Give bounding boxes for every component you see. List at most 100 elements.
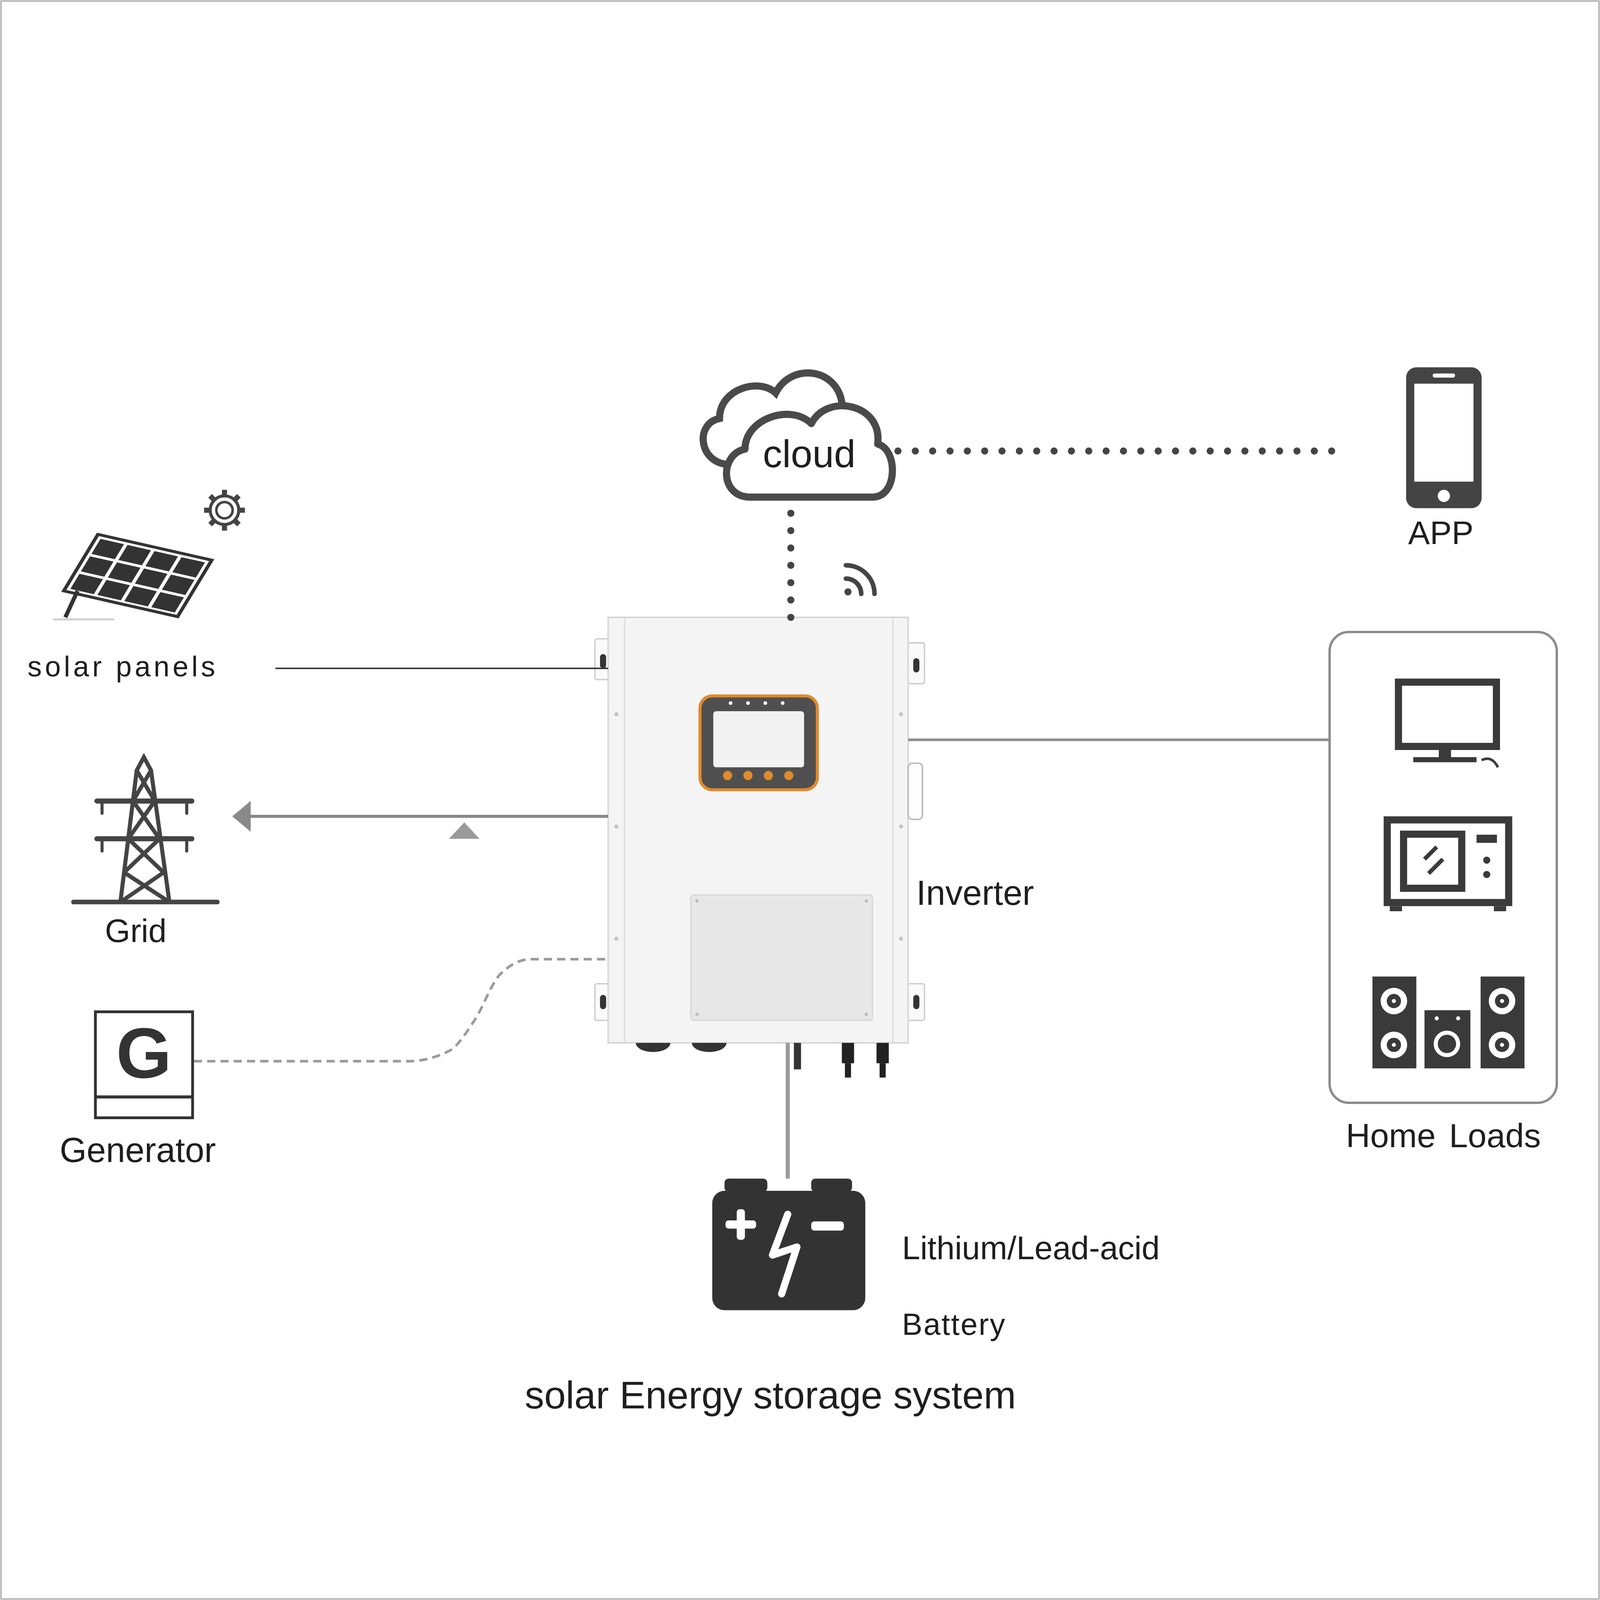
inverter-housing bbox=[876, 1042, 889, 1064]
speaker-icon bbox=[1380, 987, 1408, 1014]
inverter-housing bbox=[728, 701, 733, 705]
microwave-icon bbox=[1494, 906, 1507, 912]
inverter-housing bbox=[879, 1063, 886, 1078]
inverter-housing bbox=[746, 701, 750, 705]
microwave-icon bbox=[1383, 816, 1512, 906]
pylon-icon bbox=[96, 836, 192, 842]
inverter-housing bbox=[892, 618, 894, 1042]
inverter-housing bbox=[864, 1012, 868, 1016]
battery-icon bbox=[811, 1178, 852, 1192]
sun-symbol bbox=[234, 520, 239, 525]
solar-panel-icon bbox=[134, 568, 168, 589]
phone-icon bbox=[1414, 383, 1474, 482]
inverter-housing bbox=[784, 770, 794, 780]
speaker-icon bbox=[1480, 976, 1525, 1069]
tv-icon bbox=[1394, 678, 1500, 768]
sun-symbol bbox=[238, 507, 245, 513]
sun-symbol bbox=[234, 496, 239, 501]
battery-label: Battery bbox=[902, 1306, 1006, 1342]
sun-symbol bbox=[210, 496, 215, 501]
inverter-housing bbox=[614, 712, 619, 717]
inverter-housing bbox=[695, 1012, 699, 1016]
inverter-node: Inverter bbox=[608, 617, 908, 1043]
inverter-housing bbox=[913, 658, 920, 673]
microwave-icon bbox=[1476, 834, 1497, 843]
solar-panel-icon bbox=[97, 580, 130, 601]
cloud-node: cloud bbox=[694, 362, 898, 500]
inverter-housing bbox=[713, 711, 804, 768]
sun-symbol bbox=[210, 496, 239, 525]
solar-panel-icon bbox=[108, 562, 141, 583]
home-loads-label: Home Loads bbox=[1346, 1116, 1541, 1156]
tv-icon bbox=[1481, 758, 1498, 768]
inverter-label: Inverter bbox=[916, 872, 1034, 913]
inverter-housing bbox=[695, 899, 699, 903]
generator-letter: G bbox=[116, 1017, 172, 1089]
phone-icon bbox=[1406, 367, 1482, 508]
inverter-housing bbox=[614, 824, 619, 829]
solar-panel-icon bbox=[162, 574, 195, 596]
battery-icon bbox=[724, 1178, 768, 1192]
inverter-housing bbox=[908, 763, 923, 820]
microwave-icon bbox=[1407, 837, 1459, 885]
connector bbox=[785, 1042, 790, 1179]
microwave-icon bbox=[1483, 856, 1491, 864]
inverter-housing bbox=[898, 824, 903, 829]
solar-panel-icon bbox=[124, 586, 157, 607]
pylon-icon bbox=[73, 757, 218, 902]
sun-symbol bbox=[204, 507, 210, 513]
solar-panel-icon bbox=[145, 551, 178, 572]
inverter-housing bbox=[794, 1042, 802, 1070]
inverter-housing bbox=[700, 696, 818, 790]
inverter-housing bbox=[600, 654, 606, 669]
solar-panel-icon bbox=[61, 532, 215, 619]
generator-box: GGenerator bbox=[94, 1010, 194, 1120]
speaker-icon bbox=[1433, 1030, 1460, 1058]
speaker-icon bbox=[1392, 998, 1396, 1003]
inverter-housing bbox=[614, 936, 619, 941]
inverter-housing bbox=[844, 1063, 851, 1078]
pylon-icon bbox=[102, 801, 187, 852]
wifi-symbol bbox=[844, 565, 875, 596]
generator-label: Generator bbox=[59, 1130, 216, 1170]
solar-panel-icon bbox=[66, 536, 210, 615]
pylon-icon bbox=[96, 798, 192, 804]
speaker-icon bbox=[1386, 1037, 1402, 1052]
battery-type-label: Lithium/Lead-acid bbox=[902, 1229, 1160, 1267]
inverter-housing bbox=[600, 994, 606, 1010]
generator-symbol bbox=[94, 1095, 193, 1099]
sun-symbol bbox=[204, 489, 245, 531]
connector bbox=[275, 667, 609, 670]
wifi-symbol bbox=[844, 588, 852, 596]
speaker-icon bbox=[1494, 1037, 1510, 1052]
pylon-icon bbox=[132, 770, 155, 802]
pylon-icon bbox=[124, 838, 164, 873]
battery-icon bbox=[712, 1178, 866, 1310]
inverter-housing bbox=[763, 701, 768, 705]
inverter-housing bbox=[692, 1042, 727, 1052]
speaker-icon bbox=[1456, 1016, 1460, 1021]
home-loads-box: Home Loads bbox=[1328, 630, 1558, 1105]
inverter-housing bbox=[594, 617, 925, 1078]
tv-icon bbox=[1394, 678, 1500, 750]
speaker-icon bbox=[1380, 1031, 1408, 1058]
speaker-icon bbox=[1372, 976, 1417, 1069]
inverter-housing bbox=[913, 994, 920, 1010]
inverter-housing bbox=[722, 770, 732, 780]
battery-icon bbox=[772, 1214, 797, 1294]
tv-icon bbox=[1413, 757, 1477, 763]
speaker-icon bbox=[1494, 994, 1510, 1009]
solar-panel-icon bbox=[53, 618, 115, 621]
phone-icon bbox=[1406, 367, 1482, 508]
microwave-icon bbox=[1390, 823, 1506, 900]
grid-label: Grid bbox=[104, 912, 167, 950]
connector bbox=[787, 500, 795, 618]
speaker-icon bbox=[1500, 998, 1504, 1003]
pylon-icon bbox=[120, 872, 170, 902]
solar-panel-icon bbox=[80, 556, 114, 577]
generator-symbol bbox=[94, 1096, 193, 1098]
solar-panel-icon bbox=[151, 592, 184, 613]
inverter-housing bbox=[898, 936, 903, 941]
